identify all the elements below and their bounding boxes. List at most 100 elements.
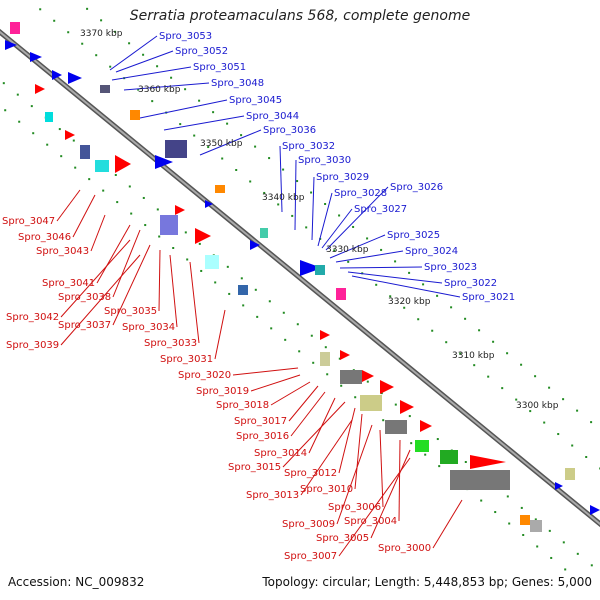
red-gene-label: Spro_3039 <box>6 340 59 351</box>
red-gene-label: Spro_3031 <box>160 354 213 365</box>
tick-dot <box>450 306 453 309</box>
tick-dot <box>352 225 355 228</box>
tick-dot <box>506 352 509 355</box>
tick-dot <box>506 495 509 498</box>
gene-arrow <box>400 400 414 414</box>
gene-block <box>45 112 53 122</box>
red-label-line <box>250 374 301 392</box>
red-gene-label: Spro_3018 <box>216 400 269 411</box>
gene-arrow <box>30 52 42 62</box>
tick-dot <box>249 180 252 183</box>
tick-dot <box>403 306 406 309</box>
tick-dot <box>310 191 313 194</box>
blue-gene-label: Spro_3023 <box>424 262 477 273</box>
gene-block <box>95 160 109 172</box>
tick-dot <box>291 214 294 217</box>
gene-features <box>5 22 600 532</box>
tick-dot <box>550 556 553 559</box>
tick-dot <box>324 346 327 349</box>
tick-dot <box>464 317 467 320</box>
tick-dot <box>53 19 56 22</box>
gene-arrow <box>65 130 75 140</box>
red-gene-label: Spro_3035 <box>104 306 157 317</box>
tick-dot <box>212 111 215 114</box>
tick-dot <box>338 357 341 360</box>
tick-dot <box>263 191 266 194</box>
blue-label-line <box>294 159 297 231</box>
tick-dot <box>142 196 145 199</box>
blue-label-line <box>311 176 315 241</box>
backbone <box>0 28 600 528</box>
label-lines <box>56 35 463 557</box>
gene-arrow <box>68 72 82 84</box>
tick-dot <box>459 352 462 355</box>
tick-dot <box>214 281 217 284</box>
blue-gene-label: Spro_3027 <box>354 204 407 215</box>
tick-dot <box>310 334 313 337</box>
red-gene-label: Spro_3007 <box>284 551 337 562</box>
red-label-line <box>282 401 346 468</box>
blue-gene-label: Spro_3036 <box>263 125 316 136</box>
blue-label-line <box>329 234 386 259</box>
red-gene-label: Spro_3042 <box>6 312 59 323</box>
gene-block <box>100 85 110 93</box>
tick-dot <box>494 511 497 514</box>
gene-arrow <box>362 370 374 382</box>
tick-dot <box>438 465 441 468</box>
tick-dot <box>520 363 523 366</box>
tick-dot <box>254 288 257 291</box>
tick-dot <box>529 410 532 413</box>
kbp-label: 3310 kbp <box>452 351 495 361</box>
tick-dot <box>590 564 593 567</box>
red-label-line <box>112 244 151 326</box>
tick-dot <box>548 386 551 389</box>
genome-summary: Topology: circular; Length: 5,448,853 bp… <box>262 575 592 589</box>
tick-dot <box>128 185 131 188</box>
red-gene-label: Spro_3014 <box>254 448 307 459</box>
tick-dot <box>128 42 131 45</box>
tick-dot <box>200 269 203 272</box>
red-label-line <box>169 254 178 328</box>
gene-arrow <box>470 455 506 469</box>
tick-dot <box>32 132 35 135</box>
tick-dot <box>18 120 21 123</box>
tick-dot <box>543 421 546 424</box>
tick-dot <box>515 398 518 401</box>
red-label-line <box>60 254 141 346</box>
gene-arrow <box>590 505 600 515</box>
gene-block <box>130 110 140 120</box>
blue-label-line <box>163 115 245 131</box>
red-label-line <box>90 214 106 252</box>
gene-arrow <box>555 482 563 490</box>
gene-arrow <box>155 155 173 169</box>
blue-label-line <box>325 186 389 251</box>
red-gene-label: Spro_3004 <box>344 516 397 527</box>
tick-dot <box>282 168 285 171</box>
gene-block <box>315 265 325 275</box>
red-label-line <box>189 261 200 344</box>
tick-dot <box>522 534 525 536</box>
red-label-line <box>60 239 131 318</box>
red-gene-label: Spro_3037 <box>58 320 111 331</box>
tick-dot <box>109 65 112 68</box>
gene-block <box>440 450 458 464</box>
tick-dot <box>102 189 105 192</box>
red-gene-label: Spro_3013 <box>246 490 299 501</box>
tick-dot <box>156 208 159 211</box>
tick-dot <box>326 373 329 376</box>
tick-dot <box>410 442 413 445</box>
blue-label-line <box>317 192 333 247</box>
tick-dot <box>480 499 483 502</box>
red-gene-label: Spro_3010 <box>300 484 353 495</box>
kbp-label: 3340 kbp <box>262 193 305 203</box>
kbp-label: 3360 kbp <box>138 85 181 95</box>
tick-dot <box>436 294 439 297</box>
red-gene-label: Spro_3033 <box>144 338 197 349</box>
red-gene-label: Spro_3047 <box>2 216 55 227</box>
tick-dot <box>30 105 33 108</box>
tick-dot <box>86 7 89 10</box>
gene-arrow <box>205 200 213 208</box>
tick-dot <box>226 122 229 125</box>
tick-dot <box>277 203 280 206</box>
blue-gene-label: Spro_3052 <box>175 46 228 57</box>
